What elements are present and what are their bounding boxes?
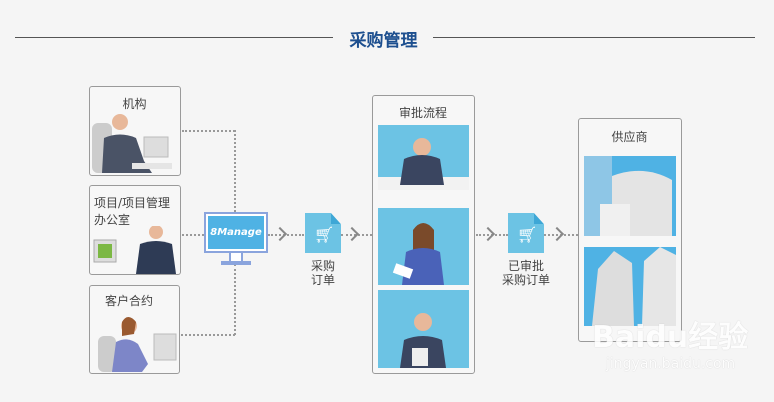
- purchase-order-label: 采购: [310, 259, 335, 273]
- businessman-illustration: [92, 114, 172, 173]
- supplier-title: 供应商: [611, 130, 648, 144]
- title-rule-left: [15, 37, 333, 38]
- source-label: 项目/项目管理: [94, 196, 171, 210]
- connector: [181, 334, 235, 336]
- manager-illustration: [93, 226, 176, 274]
- chevron-right-icon: [344, 226, 360, 242]
- approval-title: 审批流程: [398, 106, 447, 120]
- title-rule-right: [433, 37, 755, 38]
- chevron-right-icon: [549, 226, 565, 242]
- approved-order-label: 采购订单: [501, 273, 550, 287]
- monitor-icon: 8Manage: [204, 212, 268, 253]
- source-label: 机构: [122, 97, 147, 111]
- approver-woman-photo: [378, 208, 469, 285]
- page-title: 采购管理: [349, 31, 418, 51]
- connector: [234, 264, 236, 335]
- connector: [476, 234, 508, 236]
- connector: [341, 234, 372, 236]
- monitor-stand: [229, 253, 243, 261]
- source-label: 客户合约: [105, 294, 154, 308]
- connector: [182, 234, 204, 236]
- woman-at-desk-illustration: [98, 317, 177, 372]
- approved-order-document-icon: 🛒︎: [508, 213, 544, 253]
- approved-order-label: 已审批: [507, 259, 544, 273]
- chevron-right-icon: [272, 226, 288, 242]
- approver-man2-photo: [378, 290, 469, 368]
- purchase-order-document-icon: 🛒︎: [305, 213, 341, 253]
- shopping-cart-icon: 🛒︎: [517, 225, 538, 244]
- source-customer-contract: 客户合约: [89, 285, 180, 374]
- connector: [268, 234, 304, 236]
- source-label: 办公室: [94, 213, 131, 227]
- connector: [182, 130, 235, 132]
- 8manage-logo: 8Manage: [208, 216, 264, 249]
- connector: [234, 130, 236, 212]
- watermark-logo: Baidu经验: [592, 320, 749, 355]
- office-buildings-photo: [584, 156, 676, 236]
- connector: [544, 234, 578, 236]
- approver-man-photo: [378, 125, 469, 190]
- skyscrapers-photo: [584, 247, 676, 326]
- baidu-jingyan-watermark: Baidu经验 jingyan.baidu.com: [592, 320, 752, 372]
- monitor-base: [221, 261, 251, 265]
- watermark-url: jingyan.baidu.com: [606, 356, 736, 372]
- shopping-cart-icon: 🛒︎: [314, 225, 335, 244]
- source-organization: 机构: [89, 86, 181, 176]
- purchase-order-label: 订单: [310, 273, 335, 287]
- chevron-right-icon: [480, 226, 496, 242]
- source-project-office: 项目/项目管理 办公室: [89, 185, 181, 275]
